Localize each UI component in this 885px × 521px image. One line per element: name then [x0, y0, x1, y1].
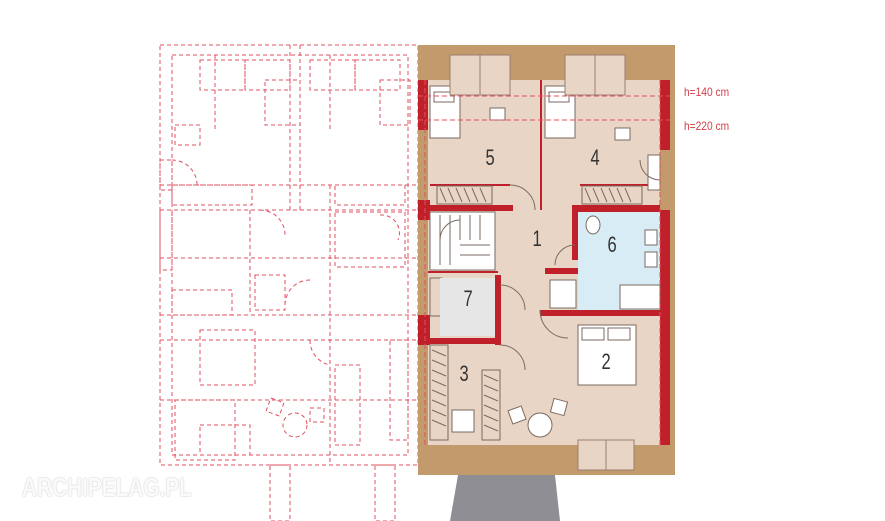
- height-label-220: h=220 cm: [684, 119, 730, 133]
- room-number-5: 5: [485, 145, 495, 170]
- storage-room-7: [440, 278, 495, 336]
- wardrobes: [429, 185, 643, 441]
- roof-windows: [449, 54, 635, 471]
- room-number-1: 1: [532, 226, 542, 251]
- staircase: [429, 211, 496, 271]
- room-number-4: 4: [590, 145, 600, 170]
- entrance-stub: [450, 475, 560, 521]
- mirrored-plan-outline: [159, 44, 419, 521]
- height-label-140: h=140 cm: [684, 85, 730, 99]
- door-swings: [499, 159, 661, 371]
- room-number-6: 6: [607, 232, 617, 257]
- room-number-2: 2: [601, 349, 611, 374]
- walls: [418, 80, 670, 445]
- watermark: ARCHIPELAG.PL: [22, 472, 192, 502]
- room-number-7: 7: [463, 286, 473, 311]
- height-lines: [418, 80, 670, 445]
- thin-walls: [428, 80, 655, 273]
- room-number-3: 3: [459, 361, 469, 386]
